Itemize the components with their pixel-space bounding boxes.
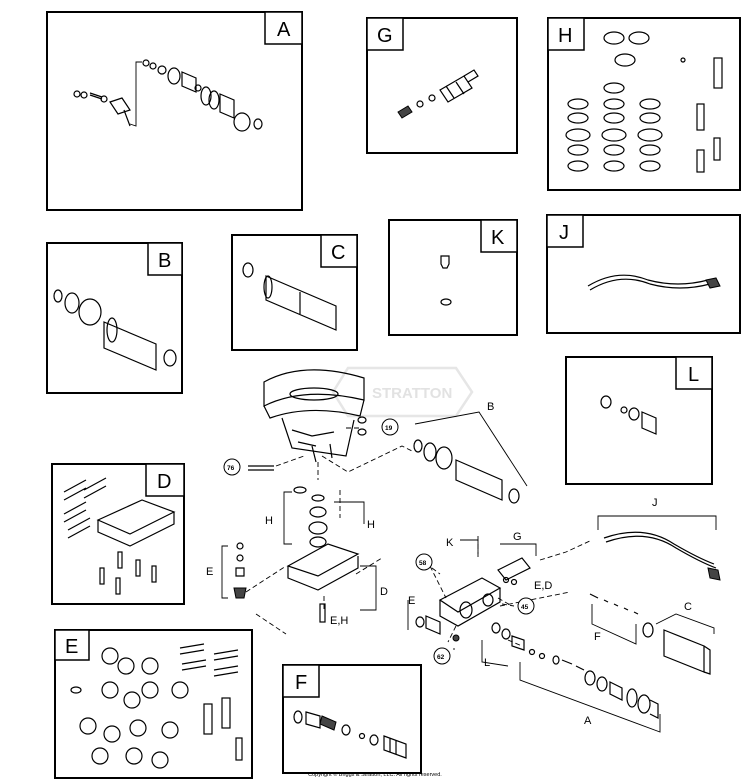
pump-assembly <box>221 369 721 733</box>
callout-58-text: 58 <box>419 560 427 567</box>
leader-label-h-left: H <box>265 515 273 527</box>
kit-label-g: G <box>377 25 393 47</box>
kit-label-d: D <box>157 471 171 493</box>
kit-label-c: C <box>331 242 345 264</box>
leader-label-h-right: H <box>367 519 375 531</box>
callout-19-text: 19 <box>385 425 393 432</box>
kit-a-parts <box>73 59 263 132</box>
kit-box-b[interactable]: B <box>46 242 183 394</box>
callout-76-text: 76 <box>227 465 235 472</box>
leader-label-g: G <box>513 531 522 543</box>
kit-e-parts <box>70 643 243 769</box>
kit-g-parts <box>397 69 479 119</box>
leader-label-ed: E,D <box>534 580 552 592</box>
kit-box-h[interactable]: H <box>547 17 741 191</box>
kit-label-f: F <box>295 672 307 694</box>
kit-box-d[interactable]: D <box>51 463 185 605</box>
leader-label-f: F <box>594 631 601 643</box>
watermark-logo: STRATTON <box>331 366 474 418</box>
leader-label-k: K <box>446 537 454 549</box>
leader-label-j: J <box>652 497 658 509</box>
kit-box-l[interactable]: L <box>565 356 713 485</box>
leader-label-e-left: E <box>206 566 213 578</box>
leader-label-a: A <box>584 715 592 727</box>
kit-box-j[interactable]: J <box>546 214 741 334</box>
kit-box-e[interactable]: E <box>54 629 253 779</box>
kit-label-b: B <box>158 250 171 272</box>
kit-box-f[interactable]: F <box>282 664 422 774</box>
kit-label-j: J <box>559 222 569 244</box>
callout-58[interactable]: 58 <box>415 553 433 571</box>
kit-j-parts <box>587 274 721 291</box>
kit-label-e: E <box>65 636 78 658</box>
kit-d-parts <box>63 477 176 595</box>
watermark-text: STRATTON <box>372 385 452 402</box>
callout-62-text: 62 <box>437 654 445 661</box>
kit-l-parts <box>600 395 657 435</box>
kit-label-k: K <box>491 227 505 249</box>
callout-76[interactable]: 76 <box>223 458 241 476</box>
kit-b-parts <box>53 289 177 371</box>
kit-box-k[interactable]: K <box>388 219 518 336</box>
kit-label-h: H <box>558 25 572 47</box>
leader-label-e-center: E <box>408 595 415 607</box>
kit-label-a: A <box>277 19 291 41</box>
callout-62[interactable]: 62 <box>433 647 451 665</box>
callout-45[interactable]: 45 <box>517 597 535 615</box>
copyright-notice: Copyright © Briggs & Stratton, LLC. All … <box>308 772 442 778</box>
leader-label-c: C <box>684 601 692 613</box>
kit-box-g[interactable]: G <box>366 17 518 154</box>
callout-45-text: 45 <box>521 604 529 611</box>
kit-c-parts <box>242 262 337 331</box>
kit-f-parts <box>293 710 407 759</box>
callout-19[interactable]: 19 <box>381 418 399 436</box>
leader-label-d: D <box>380 586 388 598</box>
leader-label-b: B <box>487 401 494 413</box>
leader-label-eh: E,H <box>330 615 348 627</box>
kit-k-parts <box>440 255 452 306</box>
kit-label-l: L <box>688 364 699 386</box>
kit-box-a[interactable]: A <box>46 11 303 211</box>
leader-label-l: L <box>484 657 490 669</box>
kit-h-parts <box>565 31 723 173</box>
kit-box-c[interactable]: C <box>231 234 358 351</box>
